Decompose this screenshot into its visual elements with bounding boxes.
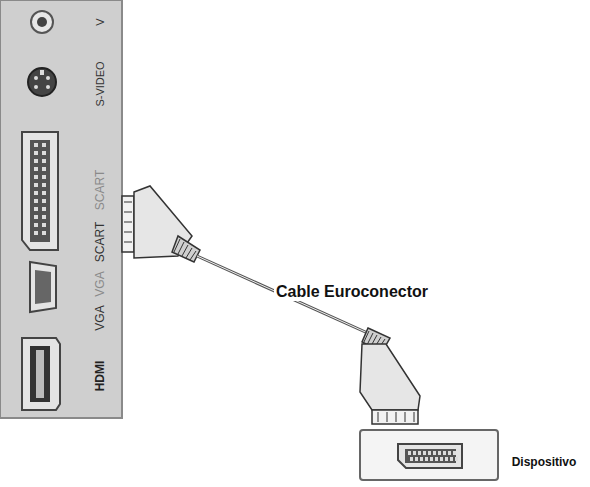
detail-stroke <box>415 457 418 461</box>
detail-stroke <box>34 143 38 147</box>
detail-stroke <box>34 223 38 227</box>
detail-stroke <box>124 212 132 213</box>
port-label-ghost: VGA <box>94 271 106 296</box>
port-label: V <box>95 18 106 25</box>
detail-stroke <box>378 412 379 422</box>
detail-stroke <box>42 207 46 211</box>
detail-stroke <box>425 457 428 461</box>
detail-stroke <box>42 175 46 179</box>
detail-stroke <box>440 457 443 461</box>
detail-stroke <box>453 451 456 455</box>
lower-plug-body <box>360 344 420 410</box>
detail-stroke <box>428 451 431 455</box>
detail-stroke <box>435 457 438 461</box>
scart-socket <box>22 132 58 250</box>
port-label: HDMI <box>94 361 106 392</box>
detail-stroke <box>42 159 46 163</box>
port-label: SCART <box>94 222 106 262</box>
lower-plug-tip <box>372 410 418 424</box>
detail-stroke <box>42 183 46 187</box>
detail-stroke <box>34 183 38 187</box>
device-label: Dispositivo <box>512 456 577 468</box>
detail-stroke <box>34 199 38 203</box>
detail-stroke <box>34 151 38 155</box>
detail-stroke <box>443 451 446 455</box>
detail-stroke <box>34 231 38 235</box>
detail-stroke <box>387 412 388 422</box>
detail-stroke <box>34 207 38 211</box>
detail-stroke <box>124 222 132 223</box>
detail-stroke <box>124 232 132 233</box>
detail-stroke <box>174 239 180 252</box>
rca-jack <box>31 11 53 33</box>
detail-stroke <box>408 451 411 455</box>
detail-stroke <box>42 151 46 155</box>
detail-stroke <box>124 242 132 243</box>
upper-scart-plug <box>122 196 134 252</box>
detail-stroke <box>42 191 46 195</box>
detail-stroke <box>34 175 38 179</box>
svideo-jack <box>28 68 56 96</box>
cable-label: Cable Euroconector <box>274 283 430 301</box>
detail-stroke <box>124 202 132 203</box>
port-label-ghost: SCART <box>94 170 106 210</box>
detail-stroke <box>413 451 416 455</box>
hdmi-socket <box>22 338 60 410</box>
detail-stroke <box>418 451 421 455</box>
detail-stroke <box>42 231 46 235</box>
detail-stroke <box>42 143 46 147</box>
detail-stroke <box>34 167 38 171</box>
detail-stroke <box>423 451 426 455</box>
detail-stroke <box>34 215 38 219</box>
detail-stroke <box>42 167 46 171</box>
detail-stroke <box>450 457 453 461</box>
detail-stroke <box>182 245 188 256</box>
detail-stroke <box>455 457 458 461</box>
scart-pins <box>30 140 50 242</box>
detail-stroke <box>438 451 441 455</box>
detail-stroke <box>34 159 38 163</box>
detail-stroke <box>42 215 46 219</box>
tv-panel <box>0 0 122 418</box>
detail-stroke <box>420 457 423 461</box>
detail-stroke <box>405 412 406 422</box>
detail-stroke <box>190 251 196 260</box>
detail-stroke <box>414 412 415 422</box>
rca-center <box>37 17 47 27</box>
vga-socket <box>30 262 56 312</box>
detail-stroke <box>34 191 38 195</box>
device-scart-socket <box>398 444 462 468</box>
detail-stroke <box>186 248 192 258</box>
detail-stroke <box>42 223 46 227</box>
detail-stroke <box>433 451 436 455</box>
port-label: VGA <box>94 305 106 330</box>
port-label: S-VIDEO <box>95 61 106 106</box>
detail-stroke <box>430 457 433 461</box>
detail-stroke <box>396 412 397 422</box>
detail-stroke <box>448 451 451 455</box>
detail-stroke <box>42 199 46 203</box>
detail-stroke <box>178 242 184 254</box>
device-box <box>360 430 498 480</box>
detail-stroke <box>410 457 413 461</box>
detail-stroke <box>445 457 448 461</box>
